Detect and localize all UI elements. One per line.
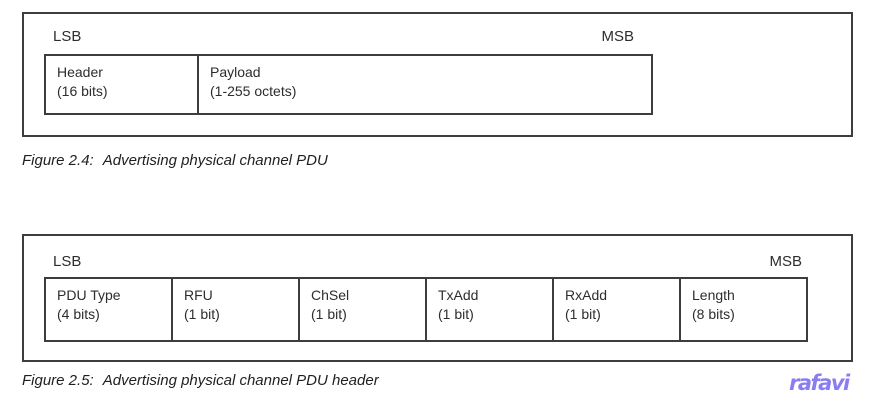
- figure-caption: Figure 2.5: Advertising physical channel …: [22, 371, 379, 390]
- msb-label: MSB: [769, 253, 802, 270]
- field-size: (1 bit): [438, 306, 474, 322]
- field-name: RxAdd: [565, 287, 608, 303]
- field-name: RFU: [184, 287, 213, 303]
- lsb-label: LSB: [53, 253, 82, 270]
- field-cell-rxadd: RxAdd (1 bit): [552, 279, 679, 340]
- field-name: Header: [57, 64, 103, 80]
- field-cell-payload: Payload (1-255 octets): [197, 56, 651, 113]
- lsb-label: LSB: [53, 28, 82, 45]
- field-cell-length: Length (8 bits): [679, 279, 806, 340]
- field-name: TxAdd: [438, 287, 479, 303]
- field-name: PDU Type: [57, 287, 121, 303]
- figure-caption-label: Figure 2.5:: [22, 372, 94, 389]
- figure-caption-label: Figure 2.4:: [22, 152, 94, 169]
- field-cell-txadd: TxAdd (1 bit): [425, 279, 552, 340]
- field-size: (1 bit): [184, 306, 220, 322]
- field-name: Payload: [210, 64, 261, 80]
- field-size: (16 bits): [57, 83, 108, 99]
- bit-order-row: LSB MSB: [44, 254, 808, 270]
- pdu-field-table: Header (16 bits) Payload (1-255 octets): [44, 54, 653, 115]
- pdu-diagram-box: LSB MSB Header (16 bits) Payload (1-255 …: [22, 12, 853, 137]
- figure-caption-text: Advertising physical channel PDU header: [102, 372, 379, 389]
- field-cell-chsel: ChSel (1 bit): [298, 279, 425, 340]
- figure-caption: Figure 2.4: Advertising physical channel …: [22, 151, 328, 170]
- watermark-logo: rafavi: [789, 371, 850, 395]
- pdu-header-diagram-box: LSB MSB PDU Type (4 bits) RFU (1 bit) Ch…: [22, 234, 853, 362]
- field-cell-rfu: RFU (1 bit): [171, 279, 298, 340]
- field-size: (1-255 octets): [210, 83, 297, 99]
- field-cell-header: Header (16 bits): [46, 56, 197, 113]
- figure-caption-text: Advertising physical channel PDU: [102, 152, 328, 169]
- field-cell-pdu-type: PDU Type (4 bits): [46, 279, 171, 340]
- field-name: ChSel: [311, 287, 350, 303]
- field-size: (8 bits): [692, 306, 735, 322]
- field-name: Length: [692, 287, 735, 303]
- field-size: (4 bits): [57, 306, 100, 322]
- field-size: (1 bit): [565, 306, 601, 322]
- pdu-header-field-table: PDU Type (4 bits) RFU (1 bit) ChSel (1 b…: [44, 277, 808, 342]
- field-size: (1 bit): [311, 306, 347, 322]
- msb-label: MSB: [601, 28, 634, 45]
- bit-order-row: LSB MSB: [44, 29, 653, 45]
